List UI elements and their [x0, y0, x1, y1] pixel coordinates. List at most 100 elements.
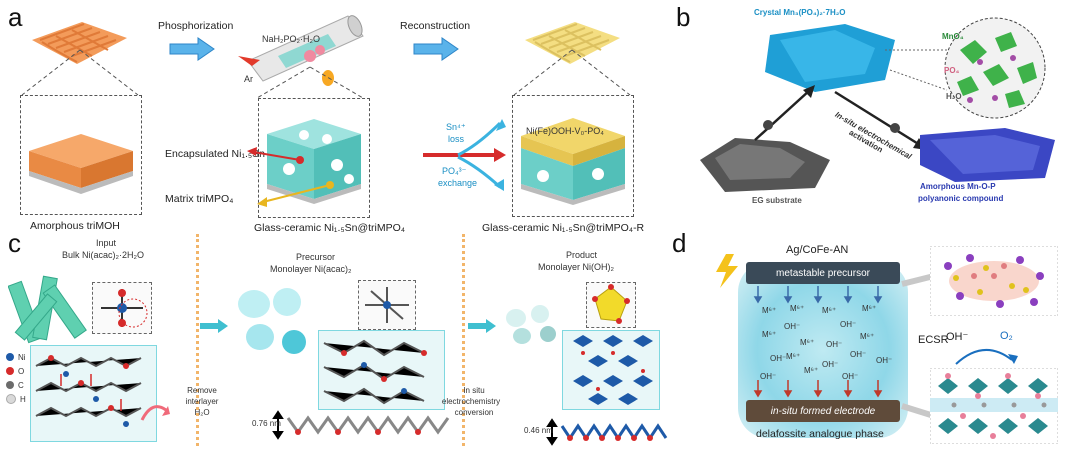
precursor-label-2: Monolayer Ni(acac)₂	[270, 264, 352, 274]
caption-glass-ceramic-r: Glass-ceramic Ni₁.₅Sn@triMPO₄-R	[482, 222, 645, 234]
arrow-right-icon	[169, 37, 215, 61]
legend-dot-icon	[6, 381, 14, 389]
product-label-1: Product	[566, 250, 598, 260]
ion: M⁶⁺	[762, 330, 777, 339]
zoom-lines-mid	[256, 66, 364, 99]
ion: M⁶⁺	[822, 306, 837, 315]
ion: OH⁻	[784, 322, 801, 331]
down-arrows-top	[753, 286, 883, 304]
thickness-product: 0.46 nm	[524, 426, 553, 435]
reconstructed-sheet	[525, 22, 620, 64]
atom-legend: Ni O C H	[6, 350, 26, 406]
mno4-label: MnO₄	[942, 32, 964, 41]
po4-exchange-1: PO₄³⁻	[442, 166, 467, 176]
down-arrows-bottom	[753, 380, 883, 398]
zoom-lines-right	[513, 49, 631, 96]
remove-label-1: Remove	[187, 386, 217, 395]
caption-amorphous-trimoh: Amorphous triMOH	[30, 220, 120, 232]
remove-label-3: H₂O	[194, 408, 210, 417]
precursor-flakes	[238, 288, 306, 354]
insitu-label-2: electrochemistry	[441, 397, 501, 406]
amorphous-label-1: Amorphous Mn-O-P	[920, 182, 996, 191]
arrow-right-icon	[200, 319, 228, 333]
zoom-lines-left	[21, 49, 139, 96]
d-title: Ag/CoFe-AN	[786, 244, 849, 256]
panel-label-a: a	[8, 2, 23, 32]
ion: M⁶⁺	[860, 332, 875, 341]
molecule-inset-input	[92, 282, 152, 334]
legend-h: H	[6, 392, 26, 406]
insitu-label-1: In situ	[463, 386, 485, 395]
ion: M⁶⁺	[862, 304, 877, 313]
delafossite-crystal	[930, 368, 1058, 444]
step-reconstruction: Reconstruction	[400, 20, 471, 32]
molecule-inset-precursor	[358, 280, 416, 330]
ion: OH⁻	[826, 340, 843, 349]
ion: OH⁻	[840, 320, 857, 329]
remove-label-2: interlayer	[185, 397, 219, 406]
sn-loss-2: loss	[448, 134, 465, 144]
po4-label: PO₄	[944, 66, 960, 75]
product-label-2: Monolayer Ni(OH)₂	[538, 262, 615, 272]
precursor-layer: metastable precursor	[746, 262, 900, 284]
substrate-label: EG substrate	[752, 196, 802, 205]
product-monolayer	[546, 418, 668, 446]
gas-label: Ar	[244, 74, 253, 84]
triMOH-sheet	[32, 22, 127, 64]
pointer-arrow-red	[247, 147, 304, 164]
h2o-label: H₂O	[946, 92, 962, 101]
ion: OH⁻	[842, 372, 859, 381]
ion: M⁶⁺	[762, 306, 777, 315]
triMOH-zoom-box	[20, 95, 142, 215]
pointer-arrow-yellow	[257, 181, 334, 207]
reagent-label: NaH₂PO₂·H₂O	[262, 34, 320, 44]
product-flakes	[506, 305, 556, 344]
precursor-crystal	[930, 246, 1058, 316]
precursor-monolayer	[272, 410, 450, 440]
ion: M⁶⁺	[800, 338, 815, 347]
legend-dot-icon	[6, 394, 16, 404]
ion: OH⁻	[876, 356, 893, 365]
ion: M⁶⁺	[790, 304, 805, 313]
insitu-label-3: conversion	[454, 408, 494, 417]
caption-glass-ceramic: Glass-ceramic Ni₁.₅Sn@triMPO₄	[254, 222, 406, 234]
legend-c: C	[6, 378, 26, 392]
input-label-2: Bulk Ni(acac)₂·2H₂O	[62, 250, 145, 260]
po4-exchange-2: exchange	[438, 178, 478, 188]
reconstructed-zoom-box	[512, 95, 634, 217]
legend-o: O	[6, 364, 26, 378]
ecsr-arrows	[901, 273, 935, 419]
ion: M⁶⁺	[804, 366, 819, 375]
glass-ceramic-zoom-box	[258, 98, 370, 218]
legend-dot-icon	[6, 367, 14, 375]
step-phosphorization: Phosphorization	[158, 20, 234, 32]
phase-label: delafossite analogue phase	[756, 428, 884, 440]
panel-label-c: c	[8, 228, 21, 258]
input-label-1: Input	[96, 238, 117, 248]
ion: OH⁻	[822, 360, 839, 369]
crystal-label: Crystal Mn₃(PO₄)₂·7H₂O	[754, 8, 846, 17]
separator-dotted	[462, 234, 465, 446]
reaction-tube	[238, 15, 364, 86]
amorphous-label-2: polyanonic compound	[918, 194, 1004, 203]
octahedron-inset	[586, 282, 636, 328]
o2-label: O₂	[1000, 330, 1013, 342]
separator-dotted	[196, 234, 199, 446]
thickness-precursor: 0.76 nm	[252, 419, 281, 428]
electrode-layer: in-situ formed electrode	[746, 400, 900, 422]
arrow-right-icon	[468, 319, 496, 333]
encapsulated-label: Encapsulated Ni₁.₅Sn	[165, 148, 265, 160]
matrix-label: Matrix triMPO₄	[165, 193, 234, 205]
panel-label-d: d	[672, 228, 687, 258]
panel-label-b: b	[676, 2, 691, 32]
legend-dot-icon	[6, 353, 14, 361]
panel-b-illustration	[700, 17, 1055, 192]
product-structure	[562, 330, 660, 410]
water-release-icon	[140, 405, 170, 421]
ion: OH⁻	[760, 372, 777, 381]
ecsr-label: ECSR	[918, 334, 949, 346]
ion: M⁶⁺	[786, 352, 801, 361]
surface-label: Ni(Fe)OOH-V₀-PO₄	[526, 126, 604, 136]
bulk-structure	[30, 345, 157, 442]
ion: OH⁻	[770, 354, 787, 363]
